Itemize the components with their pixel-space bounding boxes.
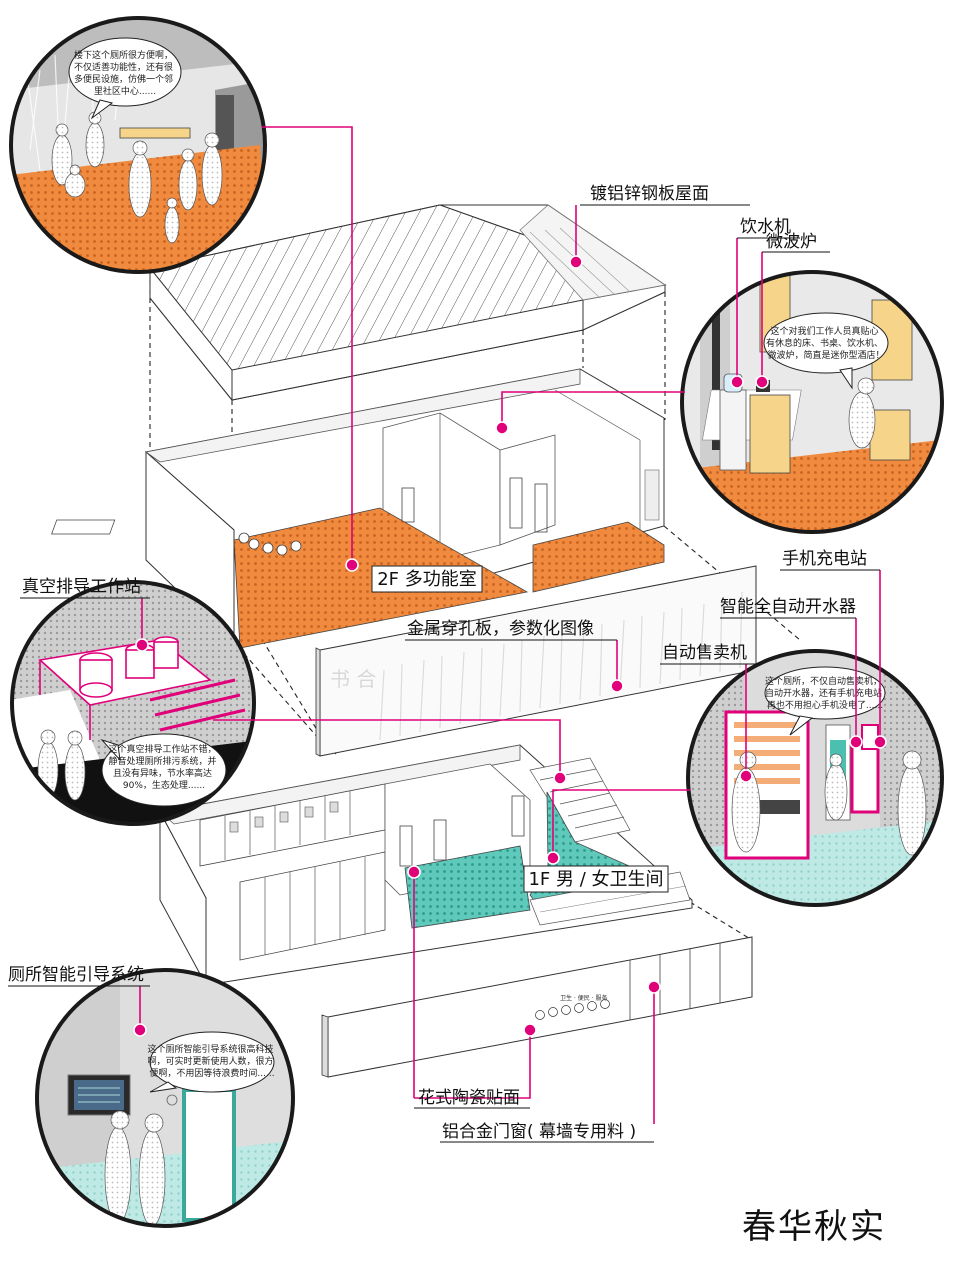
speech-bubble-guidance: 这个厕所智能引导系统很高科技 啊，可实时更新使用人数，很方 便啊，不用因等待浪费… <box>148 1031 277 1093</box>
bubble-line: 这个真空排导工作站不错， <box>109 743 217 755</box>
label-vending-machine: 自动售卖机 <box>662 643 747 663</box>
svg-text:这个真空排导工作站不错， 静音处理厕所排污系: 这个真空排导工作站不错， 静音处理厕所排污系统，并 且没有异味，节水率高达 90… <box>109 743 220 791</box>
speech-bubble-staff: 这个对我们工作人员真贴心 有休息的床、书桌、饮水机、 微波炉，简直是迷你型酒店！ <box>763 312 889 390</box>
label-auto-water-heater: 智能全自动开水器 <box>720 597 856 617</box>
room-tag-1f-label: 1F 男 / 女卫生间 <box>528 869 663 890</box>
bubble-line: 不仅适善功能性，还有很 <box>74 61 173 73</box>
room-tag-2f-label: 2F 多功能室 <box>377 569 477 590</box>
label-roof: 镀铝锌钢板屋面 <box>590 184 709 204</box>
svg-text:楼下这个厕所很方便啊， 不仅适善功能性，还有: 楼下这个厕所很方便啊， 不仅适善功能性，还有很 多便民设施，仿佛一个邻 里社区中… <box>74 49 176 97</box>
bubble-line: 这个厕所，不仅自动售卖机， <box>765 675 882 687</box>
speech-bubble-community: 楼下这个厕所很方便啊， 不仅适善功能性，还有很 多便民设施，仿佛一个邻 里社区中… <box>68 37 182 120</box>
bubble-line: 这个厕所智能引导系统很高科技 <box>148 1043 274 1055</box>
speech-bubble-vending: 这个厕所，不仅自动售卖机， 自动开水器，还有手机充电站 再也不用担心手机没电了.… <box>764 666 886 736</box>
bubble-line: 90%，生态处理...... <box>123 779 205 791</box>
vignette-vacuum-station: 这个真空排导工作站不错， 静音处理厕所排污系统，并 且没有异味，节水率高达 90… <box>10 580 256 826</box>
first-floor-facade: 卫生 · 便民 · 服务 <box>321 936 753 1078</box>
vignette-vending-area: 这个厕所，不仅自动售卖机， 自动开水器，还有手机充电站 再也不用担心手机没电了.… <box>686 649 944 907</box>
label-vacuum-station: 真空排导工作站 <box>22 577 141 597</box>
floor-1f-male <box>404 845 531 929</box>
label-guidance-system: 厕所智能引导系统 <box>8 965 144 985</box>
svg-text:这个厕所，不仅自动售卖机， 自动开水器，还有: 这个厕所，不仅自动售卖机， 自动开水器，还有手机充电站 再也不用担心手机没电了.… <box>765 675 885 711</box>
leader-dots <box>133 255 887 1037</box>
bubble-line: 啊，可实时更新使用人数，很方 <box>148 1055 274 1067</box>
label-perforated-panel: 金属穿孔板，参数化图像 <box>407 619 594 639</box>
callout-labels: 镀铝锌钢板屋面 饮水机 微波炉 真空排导工作站 手机充电站 智能全自动开水器 金… <box>8 184 880 1143</box>
room-tag-2f: 2F 多功能室 <box>371 565 483 593</box>
leader-lines <box>139 126 881 1124</box>
svg-text:这个厕所智能引导系统很高科技 啊，可实时更新: 这个厕所智能引导系统很高科技 啊，可实时更新使用人数，很方 便啊，不用因等待浪费… <box>148 1043 277 1079</box>
label-phone-charging: 手机充电站 <box>782 549 867 569</box>
room-tag-1f: 1F 男 / 女卫生间 <box>523 865 669 893</box>
bubble-line: 静音处理厕所排污系统，并 <box>109 755 217 767</box>
bubble-line: 这个对我们工作人员真贴心 <box>771 325 879 337</box>
bubble-line: 楼下这个厕所很方便啊， <box>74 49 173 61</box>
facade-signage: 卫生 · 便民 · 服务 <box>560 994 607 1002</box>
floor-2f-staff-room <box>532 521 665 593</box>
label-aluminum-window: 铝合金门窗( 幕墙专用料 ) <box>442 1122 636 1142</box>
furniture-2f <box>51 519 302 556</box>
panel-logo: 书 合 <box>330 667 376 691</box>
bubble-line: 自动开水器，还有手机充电站 <box>765 687 882 699</box>
bubble-line: 再也不用担心手机没电了...... <box>767 699 883 711</box>
roof-volume <box>148 204 667 402</box>
bubble-line: 且没有异味，节水率高达 <box>113 767 212 779</box>
bubble-line: 便啊，不用因等待浪费时间...... <box>149 1067 274 1079</box>
bubble-line: 多便民设施，仿佛一个邻 <box>74 73 173 85</box>
svg-text:这个对我们工作人员真贴心 有休息的床、书桌、: 这个对我们工作人员真贴心 有休息的床、书桌、饮水机、 微波炉，简直是迷你型酒店！ <box>766 325 886 361</box>
bubble-line: 有休息的床、书桌、饮水机、 <box>766 337 883 349</box>
vignette-guidance-system: 这个厕所智能引导系统很高科技 啊，可实时更新使用人数，很方 便啊，不用因等待浪费… <box>35 968 295 1228</box>
brand-signature: 春华秋实 <box>742 1207 886 1247</box>
first-floor-volume <box>159 744 693 986</box>
vignette-staff-room: 这个对我们工作人员真贴心 有休息的床、书桌、饮水机、 微波炉，简直是迷你型酒店！ <box>680 270 944 534</box>
vignette-community-center: 楼下这个厕所很方便啊， 不仅适善功能性，还有很 多便民设施，仿佛一个邻 里社区中… <box>9 16 267 274</box>
bubble-line: 里社区中心...... <box>94 85 156 97</box>
label-water-dispenser: 饮水机 <box>740 217 791 237</box>
label-tile-facade: 花式陶瓷贴面 <box>418 1088 520 1108</box>
speech-bubble-vacuum: 这个真空排导工作站不错， 静音处理厕所排污系统，并 且没有异味，节水率高达 90… <box>100 733 227 807</box>
label-microwave: 微波炉 <box>766 232 817 252</box>
bubble-line: 微波炉，简直是迷你型酒店！ <box>767 349 884 361</box>
